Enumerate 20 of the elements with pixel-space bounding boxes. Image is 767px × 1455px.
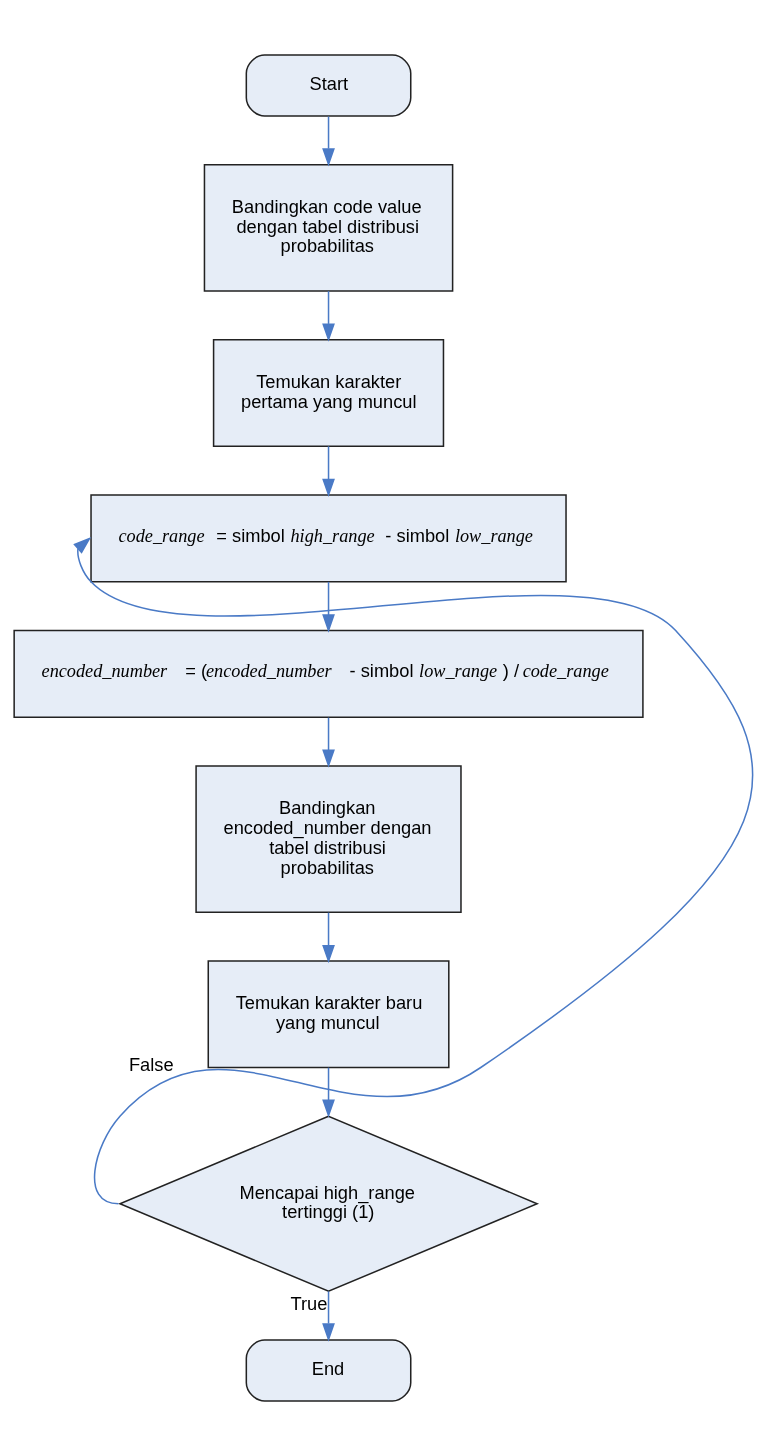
arrow	[322, 1066, 335, 1118]
arrow	[322, 580, 335, 633]
arrow	[322, 115, 335, 166]
node-box: Temukan karakter pertama yang muncul	[212, 338, 445, 447]
arrow	[322, 1290, 335, 1342]
arrow	[73, 536, 753, 1204]
arrow	[322, 445, 335, 497]
node-box: Bandingkan encoded_number dengan tabel distribusi probabilitas	[195, 764, 462, 913]
arrow	[322, 911, 335, 963]
node-diamond: Mencapai high_range tertinggi (1)	[118, 1114, 540, 1292]
node-box: Start	[245, 53, 412, 117]
edge-label: False	[128, 1053, 174, 1075]
edge-label: True	[290, 1292, 328, 1314]
arrow	[322, 289, 335, 342]
node-box: encoded_number = (encoded_number - simbol low_range) / code_range	[13, 629, 644, 718]
node-box: Bandingkan code value dengan tabel distribusi probabilitas	[203, 163, 454, 292]
node-box: End	[245, 1338, 412, 1402]
arrow	[322, 716, 335, 768]
node-box: code_range = simbol high_range - simbol low_range	[90, 493, 567, 583]
node-box: Temukan karakter baru yang muncul	[207, 959, 450, 1068]
